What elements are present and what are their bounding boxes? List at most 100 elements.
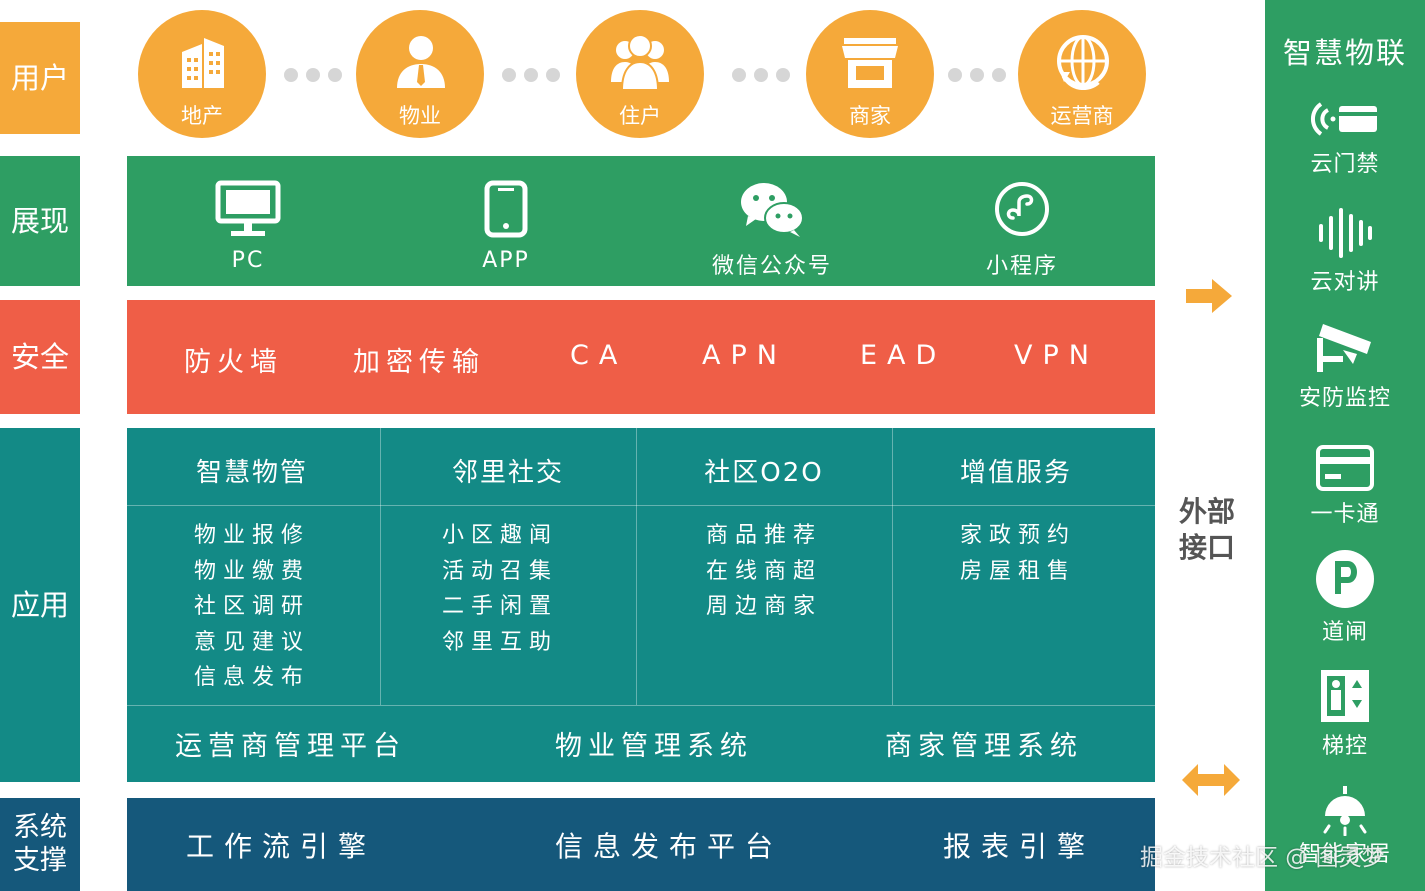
iot-label: 安防监控	[1298, 386, 1391, 411]
app-item: 周边商家	[705, 594, 822, 619]
parking-icon	[1316, 550, 1374, 608]
voice-wave-icon	[1319, 208, 1372, 258]
iot-label: 智能家居	[1298, 842, 1391, 867]
app-item: 信息发布	[193, 665, 310, 690]
app-column-list: 家政预约 房屋租售	[890, 518, 1146, 589]
user-circle-resident: 住户	[576, 10, 704, 138]
manager-icon	[397, 36, 445, 88]
platform-label: 微信公众号	[711, 254, 832, 279]
layer-label-system: 系统 支撑	[0, 798, 80, 891]
globe-refresh-icon	[1057, 35, 1109, 90]
app-column-list: 商品推荐 在线商超 周边商家	[636, 518, 892, 625]
dots-separator	[284, 68, 350, 82]
iot-label: 云门禁	[1310, 152, 1380, 177]
security-item: 防火墙	[184, 347, 283, 378]
platform-wechat: 微信公众号	[692, 180, 852, 280]
elevator-icon	[1321, 670, 1369, 722]
divider	[380, 428, 381, 705]
user-circle-operator: 运营商	[1018, 10, 1146, 138]
management-platform: 商家管理系统	[885, 731, 1083, 762]
security-item: 加密传输	[353, 347, 485, 378]
double-arrow-icon	[1182, 764, 1240, 796]
security-band	[127, 300, 1155, 414]
support-item: 信息发布平台	[555, 830, 784, 863]
layer-label-application: 应用	[0, 428, 80, 782]
iot-item-one-card: 一卡通	[1265, 444, 1425, 528]
divider	[127, 705, 1155, 706]
support-item: 报表引擎	[943, 830, 1096, 863]
store-icon	[842, 38, 898, 88]
dots-separator	[948, 68, 1014, 82]
dots-separator	[732, 68, 798, 82]
app-column-list: 小区趣闻 活动召集 二手闲置 邻里互助	[372, 518, 628, 660]
security-item: EAD	[860, 340, 947, 371]
iot-item-elevator: 梯控	[1265, 668, 1425, 760]
user-label: 物业	[399, 104, 441, 128]
iot-label: 云对讲	[1310, 270, 1380, 295]
access-card-icon	[1311, 102, 1377, 136]
smartphone-icon	[484, 180, 528, 238]
platform-label: 小程序	[985, 254, 1058, 279]
divider	[636, 428, 637, 705]
layer-label-display: 展现	[0, 156, 80, 286]
app-item: 商品推荐	[705, 523, 822, 548]
application-band	[127, 428, 1155, 782]
app-item: 家政预约	[959, 523, 1076, 548]
mini-program-icon	[995, 182, 1049, 236]
platform-label: PC	[231, 248, 265, 273]
right-arrow-icon	[1186, 279, 1232, 313]
app-item: 邻里互助	[441, 629, 558, 655]
iot-item-smart-home: 智能家居	[1265, 786, 1425, 868]
management-platform: 物业管理系统	[555, 731, 753, 762]
security-item: APN	[702, 340, 787, 371]
layer-label-security: 安全	[0, 300, 80, 414]
iot-item-security-monitor: 安防监控	[1265, 320, 1425, 412]
divider	[127, 505, 1155, 506]
layer-label-user: 用户	[0, 22, 80, 134]
monitor-icon	[215, 180, 281, 236]
iot-title: 智慧物联	[1282, 36, 1407, 70]
platform-pc: PC	[168, 180, 328, 273]
security-item: CA	[570, 340, 628, 371]
iot-label: 道闸	[1321, 620, 1368, 645]
user-circle-merchant: 商家	[806, 10, 934, 138]
platform-app: APP	[426, 180, 586, 273]
app-item: 社区调研	[193, 594, 310, 619]
iot-label: 一卡通	[1310, 502, 1380, 527]
app-item: 房屋租售	[959, 558, 1076, 584]
app-column-title: 邻里社交	[451, 458, 564, 488]
app-item: 小区趣闻	[441, 523, 558, 548]
wechat-icon	[741, 183, 804, 237]
user-label: 运营商	[1050, 104, 1114, 128]
app-item: 二手闲置	[441, 594, 558, 619]
ceiling-lamp-icon	[1323, 786, 1367, 837]
app-item: 意见建议	[193, 629, 310, 655]
iot-item-cloud-intercom: 云对讲	[1265, 206, 1425, 296]
app-column-title: 增值服务	[959, 458, 1072, 488]
group-icon	[611, 34, 669, 91]
user-label: 住户	[619, 104, 661, 128]
watermark: 掘金技术社区 @ 图灵梦	[1140, 845, 1385, 871]
user-circle-real-estate: 地产	[138, 10, 266, 138]
iot-item-barrier-gate: 道闸	[1265, 548, 1425, 646]
app-item: 在线商超	[705, 558, 822, 584]
iot-item-cloud-access: 云门禁	[1265, 96, 1425, 178]
cctv-camera-icon	[1317, 324, 1371, 372]
system-band	[127, 798, 1155, 891]
building-icon	[182, 38, 224, 88]
user-label: 商家	[849, 104, 891, 128]
app-column-list: 物业报修 物业缴费 社区调研 意见建议 信息发布	[124, 518, 380, 696]
platform-label: APP	[482, 248, 530, 273]
iot-label: 梯控	[1321, 734, 1368, 759]
user-label: 地产	[181, 104, 223, 128]
management-platform: 运营商管理平台	[175, 731, 406, 762]
credit-card-icon	[1316, 445, 1374, 491]
app-item: 物业报修	[193, 523, 310, 548]
external-interface-label: 外部 接口	[1178, 495, 1235, 564]
app-item: 物业缴费	[193, 558, 310, 584]
app-item: 活动召集	[441, 558, 558, 584]
security-item: VPN	[1014, 340, 1099, 371]
user-circle-property: 物业	[356, 10, 484, 138]
app-column-title: 社区O2O	[704, 458, 824, 488]
app-column-title: 智慧物管	[195, 458, 308, 488]
